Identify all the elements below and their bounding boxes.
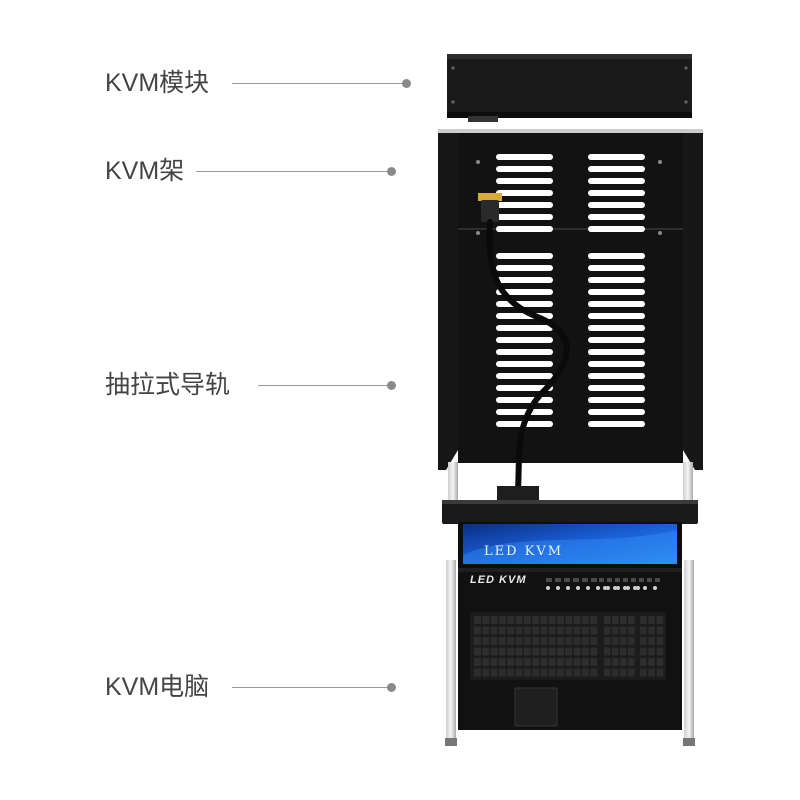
touchpad (514, 687, 558, 727)
kvm-rack (438, 129, 703, 470)
leader-line-computer (232, 687, 390, 688)
label-kvm-computer: KVM电脑 (105, 673, 210, 701)
leader-dot-rail (387, 381, 396, 390)
leader-dot-rack (387, 167, 396, 176)
kvm-module (447, 54, 692, 122)
leader-line-rack (196, 171, 390, 172)
bezel-brand-text: LED KVM (470, 574, 527, 586)
control-buttons (546, 578, 660, 590)
vga-cable (478, 193, 570, 500)
lcd-screen (463, 524, 677, 564)
leader-line-rail (258, 385, 390, 386)
leader-dot-computer (387, 683, 396, 692)
leader-line-module (232, 83, 404, 84)
screen-logo-text: LED KVM (484, 544, 563, 559)
label-pull-out-rail: 抽拉式导轨 (105, 371, 231, 399)
ventilation-slots (496, 154, 645, 427)
pull-out-rails (445, 462, 695, 746)
label-kvm-rack: KVM架 (105, 157, 185, 185)
label-kvm-module: KVM模块 (105, 69, 210, 97)
keyboard-keys (474, 616, 664, 677)
kvm-computer: LED KVM LED KVM (442, 500, 698, 730)
leader-dot-module (402, 79, 411, 88)
